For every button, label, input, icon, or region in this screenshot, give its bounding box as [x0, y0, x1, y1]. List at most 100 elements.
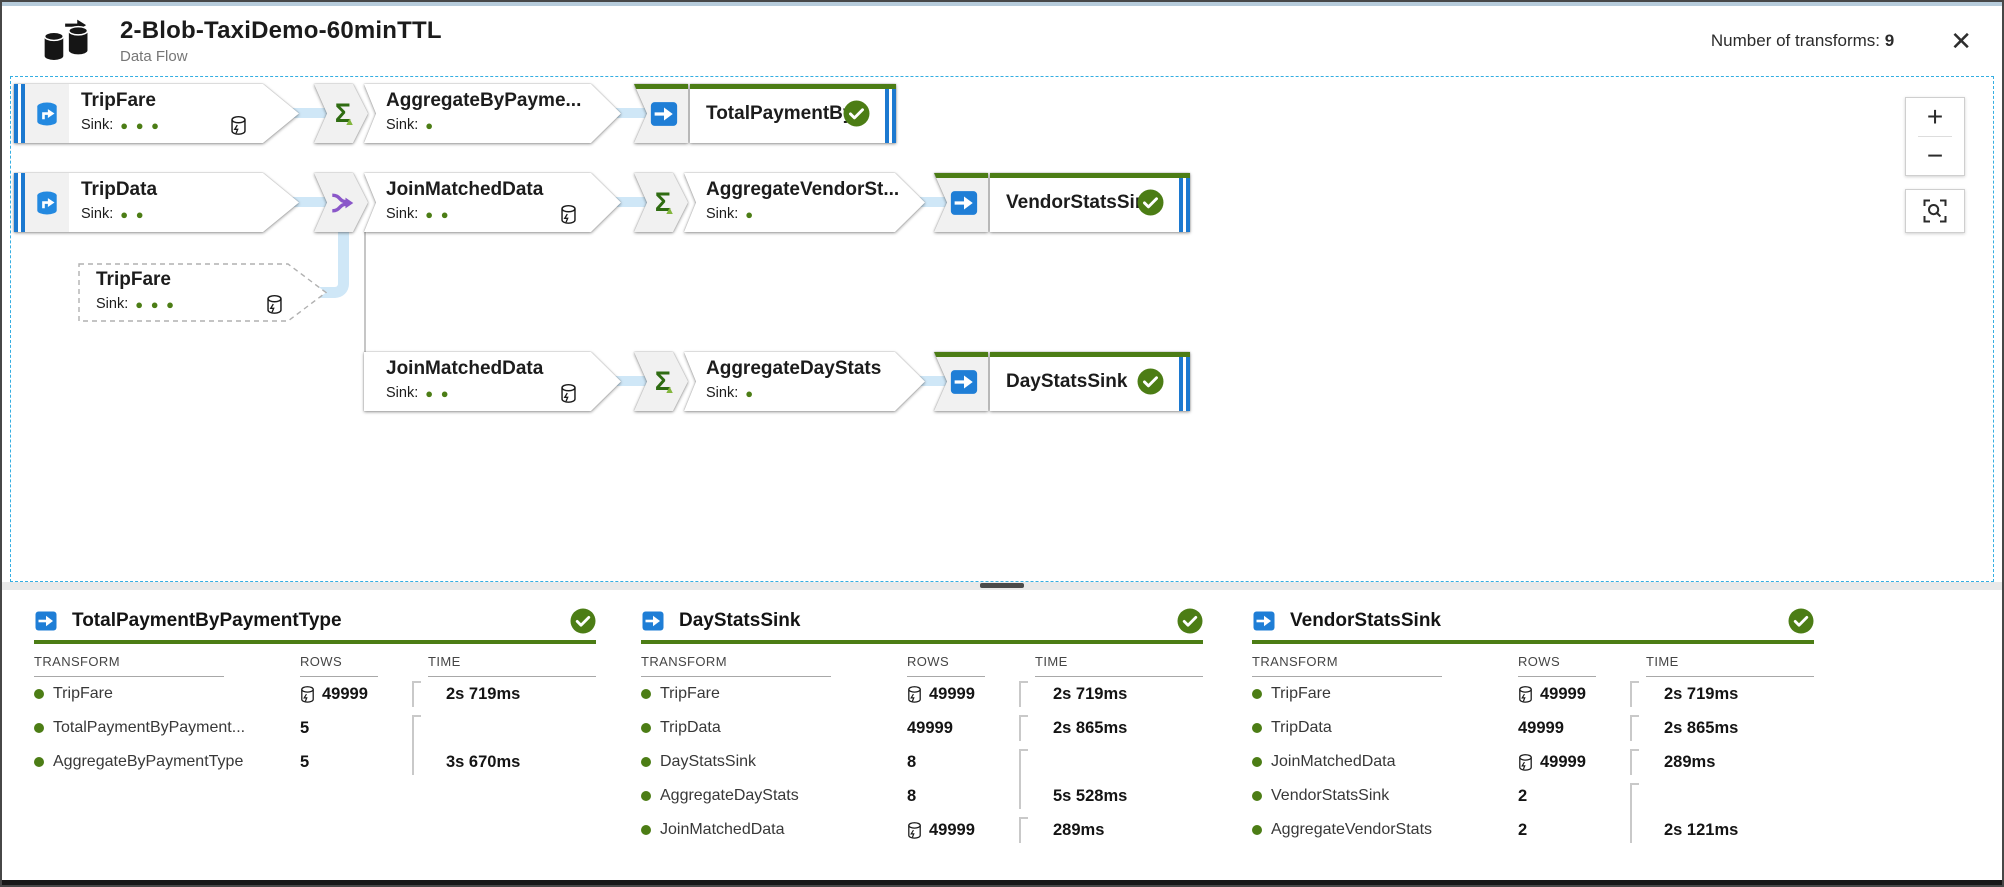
table-row: AggregateByPaymentType 5 3s 670ms — [34, 745, 596, 779]
node-joinmatcheddata-branch[interactable]: JoinMatchedData Sink:● ● — [364, 352, 621, 411]
time-bracket — [1019, 749, 1028, 809]
node-title: JoinMatchedData — [386, 358, 544, 379]
node-tripdata-source[interactable]: TripData Sink:● ● — [14, 173, 299, 232]
node-totalpaymentby-selected[interactable]: TotalPaymentBy... — [634, 84, 896, 143]
time-value: 289ms — [1053, 821, 1105, 839]
transform-name: TripData — [660, 719, 721, 736]
table-row: JoinMatchedData 49999 289ms — [1252, 745, 1814, 779]
node-daystatssink-selected[interactable]: DayStatsSink — [934, 352, 1190, 411]
table-title: TotalPaymentByPaymentType — [72, 610, 342, 631]
node-tripfare-source[interactable]: TripFare Sink:● ● ● — [14, 84, 299, 143]
zoom-in-button[interactable]: + — [1906, 98, 1964, 136]
time-value: 3s 670ms — [446, 753, 521, 771]
aggregate-transform-icon[interactable]: Σ▲ — [634, 352, 688, 411]
node-tripfare-reference[interactable]: TripFare Sink:● ● ● — [78, 263, 327, 322]
sink-icon — [634, 84, 688, 143]
dataflow-canvas[interactable]: TripFare Sink:● ● ● Σ▲ AggregateByPayme.… — [10, 76, 1994, 582]
table-row: TripFare 49999 2s 719ms — [1252, 677, 1814, 711]
time-value: 2s 719ms — [446, 685, 521, 703]
sink-label: Sink: — [386, 117, 419, 133]
status-dot — [1252, 689, 1262, 699]
connector — [283, 108, 331, 118]
aggregate-transform-icon[interactable]: Σ▲ — [634, 173, 688, 232]
col-rows: ROWS — [1518, 654, 1596, 677]
status-dot — [1252, 825, 1262, 835]
connector — [601, 376, 651, 386]
node-joinmatcheddata[interactable]: JoinMatchedData Sink: ● ● — [364, 173, 621, 232]
sink-dots: ● — [745, 385, 756, 401]
time-bracket — [412, 681, 421, 707]
status-dot — [641, 757, 651, 767]
table-row: TripFare 49999 2s 719ms — [34, 677, 596, 711]
node-title: TripData — [81, 179, 158, 200]
sink-stripe — [1179, 173, 1190, 232]
sink-label: Sink: — [386, 385, 419, 401]
sink-dots: ● — [425, 117, 436, 133]
cache-icon — [560, 204, 577, 225]
time-bracket — [412, 715, 421, 775]
sigma-icon: Σ — [654, 187, 672, 217]
sink-dots: ● ● ● — [135, 296, 177, 312]
dataflow-icon — [40, 17, 94, 65]
rows-value: 8 — [907, 752, 917, 771]
sink-label: Sink: — [706, 206, 739, 222]
status-line — [641, 640, 1203, 644]
aggregate-transform-icon[interactable]: Σ▲ — [314, 84, 368, 143]
time-bracket — [1019, 817, 1028, 843]
dashed-outline — [78, 263, 327, 322]
node-aggregatevendorst[interactable]: AggregateVendorSt... Sink:● — [684, 173, 925, 232]
time-value: 5s 528ms — [1053, 787, 1128, 805]
transform-name: AggregateByPaymentType — [53, 753, 244, 770]
status-bar — [934, 352, 988, 357]
rows-value: 2 — [1518, 820, 1528, 839]
column-headers: TRANSFORM ROWS TIME — [1252, 654, 1814, 677]
connector — [601, 108, 651, 118]
status-line — [34, 640, 596, 644]
rows-value: 49999 — [322, 684, 368, 703]
connector — [601, 197, 651, 207]
panel-splitter — [2, 582, 2002, 590]
sigma-triangle-icon: ▲ — [344, 116, 355, 128]
status-dot — [34, 757, 44, 767]
node-aggregatedaystats[interactable]: AggregateDayStats Sink:● — [684, 352, 925, 411]
close-button[interactable]: ✕ — [1938, 22, 1984, 60]
status-dot — [1252, 723, 1262, 733]
node-title: JoinMatchedData — [386, 179, 544, 200]
table-row: JoinMatchedData 49999 289ms — [641, 813, 1203, 847]
table-title: DayStatsSink — [679, 610, 801, 631]
connector — [906, 197, 947, 207]
cache-icon — [1518, 685, 1533, 704]
splitter-handle[interactable] — [980, 583, 1024, 588]
sink-stripe — [1179, 352, 1190, 411]
join-transform-icon[interactable] — [314, 173, 368, 232]
table-row: TripData 49999 2s 865ms — [641, 711, 1203, 745]
source-stripe — [14, 84, 25, 143]
table-row: AggregateDayStats 8 5s 528ms — [641, 779, 1203, 813]
status-line — [1252, 640, 1814, 644]
node-title: AggregateVendorSt... — [706, 179, 900, 200]
connector-elbow — [319, 232, 349, 298]
join-icon — [329, 189, 357, 217]
status-bar — [690, 84, 896, 89]
zoom-out-button[interactable]: − — [1906, 137, 1964, 175]
table-row: DayStatsSink 8 — [641, 745, 1203, 809]
node-aggregatebypayme[interactable]: AggregateByPayme... Sink:● — [364, 84, 621, 143]
transform-name: TotalPaymentByPayment... — [53, 719, 246, 736]
sink-icon — [934, 352, 988, 411]
status-bar — [990, 352, 1190, 357]
page-title: 2-Blob-TaxiDemo-60minTTL — [120, 17, 442, 44]
zoom-to-fit-button[interactable] — [1905, 189, 1965, 233]
node-title: DayStatsSink — [1006, 371, 1128, 392]
top-accent-strip — [2, 2, 2002, 6]
sink-label: Sink: — [386, 206, 419, 222]
rows-value: 49999 — [929, 684, 975, 703]
sink-dots: ● ● — [425, 206, 451, 222]
node-vendorstatssink-selected[interactable]: VendorStatsSink — [934, 173, 1190, 232]
col-time: TIME — [1646, 654, 1814, 677]
rows-value: 5 — [300, 752, 310, 771]
rows-value: 49999 — [907, 718, 953, 737]
cache-icon — [560, 383, 577, 404]
transform-name: VendorStatsSink — [1271, 787, 1390, 804]
transform-count: Number of transforms: 9 — [1711, 31, 1894, 51]
source-stripe — [14, 173, 25, 232]
